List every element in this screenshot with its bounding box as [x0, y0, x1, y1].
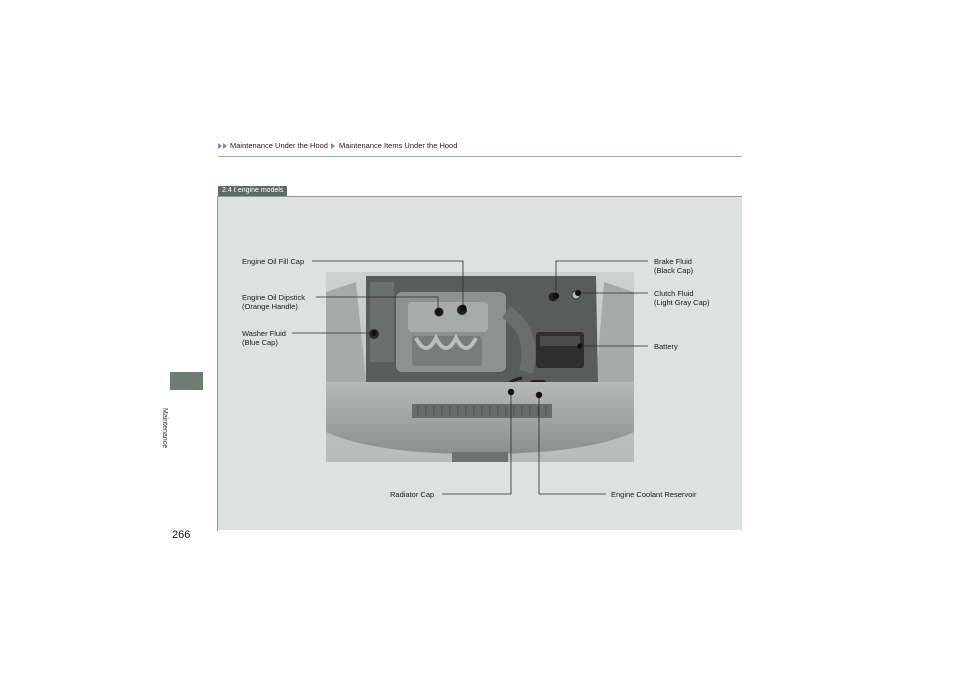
section-divider: [217, 196, 218, 531]
callout-engine-oil-dipstick-line1: Engine Oil Dipstick: [242, 293, 305, 302]
breadcrumb-item[interactable]: Maintenance Items Under the Hood: [338, 141, 458, 150]
callout-engine-oil-fill-cap: Engine Oil Fill Cap: [242, 257, 305, 266]
section-tab[interactable]: [170, 372, 203, 390]
figure-panel-rule: [218, 196, 742, 197]
breadcrumb-arrow-icon: [223, 142, 227, 149]
page-number: 266: [172, 529, 191, 541]
callout-clutch-fluid: Clutch Fluid (Light Gray Cap): [654, 289, 709, 307]
section-tab-label: Maintenance: [161, 408, 168, 449]
callout-brake-fluid-line2: (Black Cap): [654, 266, 694, 275]
header-rule: [218, 156, 742, 157]
breadcrumb: Maintenance Under the Hood Maintenance I…: [218, 141, 457, 150]
callout-clutch-fluid-line1: Clutch Fluid: [654, 289, 694, 298]
callout-clutch-fluid-line2: (Light Gray Cap): [654, 298, 710, 307]
breadcrumb-item[interactable]: Maintenance Under the Hood: [230, 141, 328, 150]
callout-battery: Battery: [654, 342, 678, 351]
callout-engine-oil-dipstick: Engine Oil Dipstick (Orange Handle): [242, 293, 305, 311]
breadcrumb-arrow-icon: [218, 142, 222, 149]
engine-bay-illustration: [326, 272, 634, 462]
callout-engine-coolant-reservoir: Engine Coolant Reservoir: [611, 490, 697, 499]
callout-brake-fluid-line1: Brake Fluid: [654, 257, 692, 266]
callout-engine-oil-dipstick-line2: (Orange Handle): [242, 302, 298, 311]
callout-washer-fluid-line2: (Blue Cap): [242, 338, 278, 347]
callout-radiator-cap: Radiator Cap: [390, 490, 435, 499]
breadcrumb-arrow-icon: [330, 142, 335, 149]
model-tag: 2.4 ℓ engine models: [218, 186, 288, 196]
callout-washer-fluid-line1: Washer Fluid: [242, 329, 286, 338]
callout-washer-fluid: Washer Fluid (Blue Cap): [242, 329, 286, 347]
callout-brake-fluid: Brake Fluid (Black Cap): [654, 257, 693, 275]
